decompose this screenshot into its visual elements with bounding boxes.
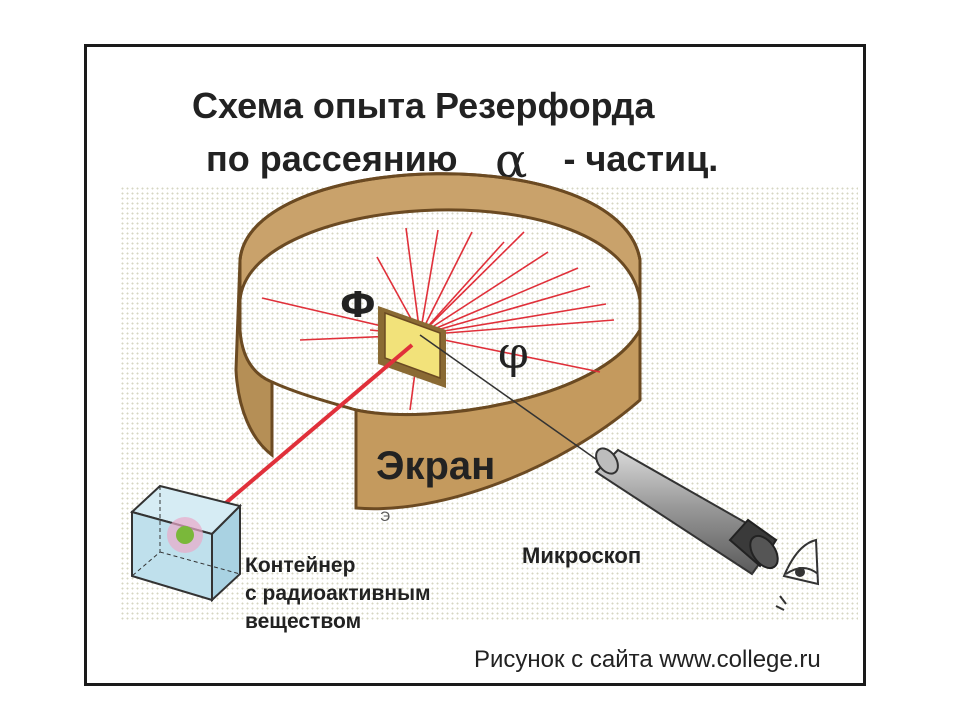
screen-label: Экран (376, 444, 496, 488)
title-line-2-start: по рассеянию (206, 138, 458, 179)
screen-ring-back (238, 172, 642, 301)
container-label-line-3: веществом (245, 610, 362, 633)
screen-small-label: Э (380, 508, 391, 524)
container-label-line-1: Контейнер (245, 554, 356, 577)
microscope-icon (594, 447, 779, 576)
title-line-2-end: - частиц. (563, 138, 719, 179)
radioactive-container-icon (130, 484, 242, 603)
foil-label: Ф (340, 285, 376, 326)
scattering-angle-label: φ (498, 328, 529, 379)
microscope-label: Микроскоп (522, 543, 642, 568)
title-line-2: по рассеянию - частиц. (206, 139, 718, 179)
screen-ring-left (234, 259, 274, 459)
screen-ring-inner-edge (271, 380, 357, 412)
screen-ring-front (354, 324, 642, 511)
eye-icon (775, 538, 820, 611)
microscope-line-of-sight (419, 334, 601, 463)
screen-ring-top-edge (238, 172, 642, 261)
container-label-line-2: с радиоактивным (245, 582, 431, 605)
image-credit: Рисунок с сайта www.college.ru (474, 646, 821, 673)
title-line-1: Схема опыта Резерфорда (192, 85, 655, 126)
container-label: Контейнер с радиоактивным веществом (245, 552, 431, 636)
